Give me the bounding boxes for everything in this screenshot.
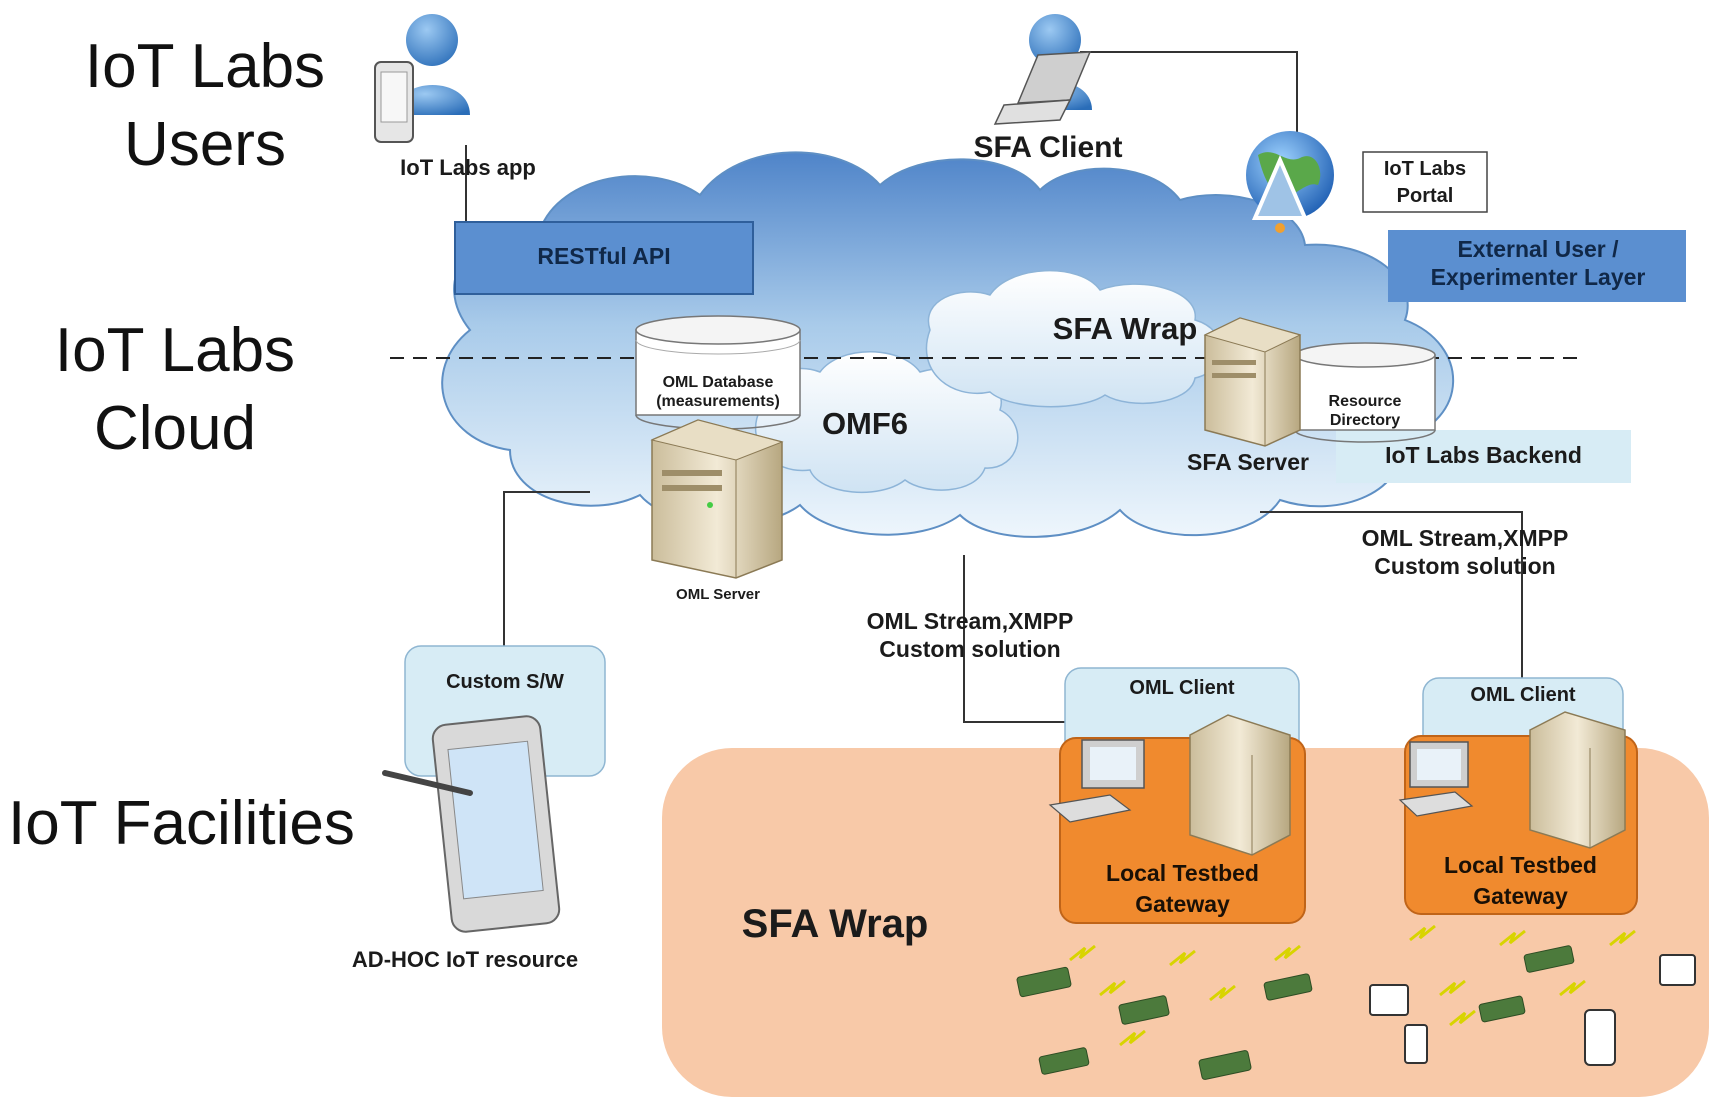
stream-label-right: OML Stream,XMPP Custom solution — [1361, 525, 1569, 579]
restful-api-label: RESTful API — [537, 243, 671, 269]
oml-server-icon — [650, 419, 784, 579]
mobile-user-icon — [374, 14, 470, 143]
sfa-client-label: SFA Client — [973, 131, 1123, 164]
gateway-1-devices — [1048, 714, 1291, 856]
custom-sw-label: Custom S/W — [446, 671, 564, 693]
backend-box — [1336, 430, 1631, 483]
wireless-links — [1069, 924, 1636, 1047]
oml-database-icon — [635, 315, 801, 430]
portal-box — [1362, 151, 1488, 213]
gateway-2-devices — [1398, 711, 1626, 849]
iot-labs-app-label: IoT Labs app — [400, 155, 536, 180]
omf6-label: OMF6 — [821, 406, 909, 441]
sfa-server-label: SFA Server — [1187, 449, 1309, 475]
layer-title-facilities: IoT Facilities — [8, 789, 355, 858]
stream-label-left: OML Stream,XMPP Custom solution — [866, 608, 1074, 662]
sfa-wrap-facility-label: SFA Wrap — [741, 902, 929, 946]
adhoc-resource-label: AD-HOC IoT resource — [351, 947, 579, 972]
sensor-nodes-left — [1016, 966, 1313, 1080]
connector-lines — [465, 51, 1523, 723]
sfa-wrap-cloud-label: SFA Wrap — [1052, 311, 1198, 346]
gateway-label-2: Local Testbed Gateway — [1444, 852, 1597, 910]
restful-api-box — [454, 221, 754, 295]
small-devices — [1369, 954, 1696, 1066]
oml-database-label: OML Database (measurements) — [656, 374, 780, 411]
oml-server-label: OML Server — [676, 586, 760, 603]
resource-directory-label: Resource Directory — [1328, 393, 1402, 430]
sfa-server-icon — [1203, 317, 1302, 447]
tablet-icon — [382, 715, 561, 933]
backend-label: IoT Labs Backend — [1385, 442, 1582, 468]
portal-globe-icon — [1246, 131, 1334, 233]
external-layer-box — [1388, 230, 1686, 302]
layer-title-users: IoT Labs Users — [84, 32, 326, 179]
laptop-user-icon — [993, 14, 1092, 125]
oml-client-label-2: OML Client — [1470, 684, 1576, 706]
layer-title-cloud: IoT Labs Cloud — [54, 316, 296, 463]
sensor-nodes-right — [1478, 945, 1575, 1023]
external-layer-label: External User / Experimenter Layer — [1430, 236, 1646, 290]
oml-client-label-1: OML Client — [1129, 677, 1235, 699]
portal-label: IoT Labs Portal — [1383, 158, 1467, 207]
gateway-label-1: Local Testbed Gateway — [1106, 860, 1259, 918]
